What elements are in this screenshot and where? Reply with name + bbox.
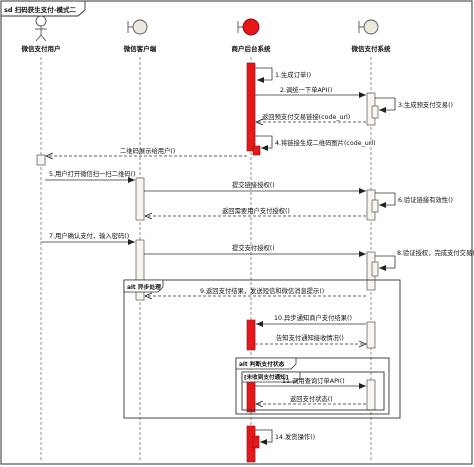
activation-bar [246,62,256,152]
fragment-tab [235,357,297,370]
fragment-tab [123,279,164,293]
message-arrow [375,255,396,271]
message-arrow [375,192,396,208]
message-label: 提交链接授权() [232,180,275,189]
message-arrow [375,97,396,113]
activation-bar [366,379,376,411]
fragment-label-async: alt 异步处理 [127,283,161,291]
message-arrow [255,67,273,83]
message-arrow [255,429,273,445]
boundary-client: 微信客户端 [123,19,157,53]
fragment-tab [241,371,301,383]
activation-bar [366,321,376,349]
message-label: 二维码展示给用户() [120,146,175,155]
activation-bar [135,177,145,221]
actor-head [35,15,47,27]
activation-bar [252,435,260,449]
fragment-async [123,279,401,419]
boundary-merchant: 商户后台系统 [232,18,272,53]
message-label: 2.调统一下单API() [280,85,332,94]
boundary-circle [132,19,148,35]
actor-label-merchant: 商户后台系统 [232,44,272,53]
message-label: 提交支付授权() [232,243,275,252]
activation-bar [371,105,379,119]
message-label: 告知支付通知接收情况() [276,333,344,342]
actor-user: 微信支付用户 [21,15,61,53]
activation-bar [252,145,261,156]
message-label: 返回支付状态() [290,394,333,403]
message-label: 返回需要用户支付授权() [222,206,290,215]
message-label: 9.返回支付结果，发送短信和微信消息提示() [200,286,324,295]
message-label: 11.调用查询订单API() [282,376,345,385]
activation-bar [36,154,46,166]
message-label: 8.验证授权，完成支付交易() [397,248,474,257]
message-label: 1.生成订单() [275,70,311,79]
message-label: 6.验证链接有效性() [398,195,453,204]
activation-bar [246,319,256,351]
activation-bar [371,261,379,277]
frame-tab [0,0,86,17]
fragment-loop [241,371,385,411]
message-arrow [255,135,273,151]
activation-bar [371,199,379,213]
actor-label-client: 微信客户端 [123,44,157,53]
message-label: 10.异步通知商户支付结果() [274,313,352,322]
frame-tab-label: sd 扫码获生支付-模式二 [4,5,76,14]
fragment-label-loop: [未收到支付通知] [244,373,289,381]
message-label: 4.将链接生成二维码图片(code_url) [275,138,376,147]
boundary-circle [363,19,379,35]
message-label: 5.用户打开微信扫一扫二维码() [49,169,135,178]
message-label: 返回预支付交易链接(code_url) [262,112,350,121]
message-label: 7.用户确认支付，输入密码() [49,231,129,240]
fragment-label-alt: alt 判断支付状态 [239,360,285,368]
boundary-circle-accent [242,18,260,36]
fragment-alt [235,357,390,415]
actor-label-user: 微信支付用户 [21,44,61,53]
actor-label-wxpay: 微信支付系统 [351,44,392,53]
boundary-wxpay: 微信支付系统 [351,19,392,53]
activation-bar [246,377,256,413]
activation-bar [135,239,145,301]
message-label: 3.生成预支付交易() [398,100,453,109]
message-label: 14.发货操作() [275,432,315,441]
